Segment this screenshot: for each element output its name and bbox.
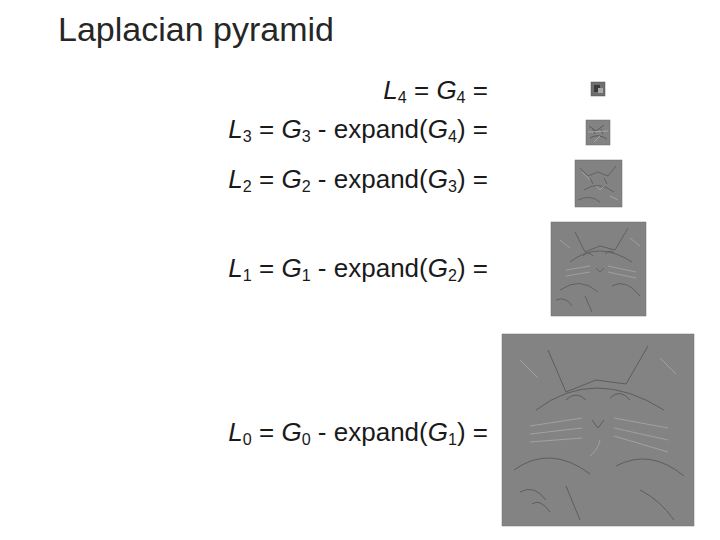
equation-label: L4 = G4 = (383, 74, 488, 113)
level-0-image (502, 334, 694, 526)
level-1-image (551, 222, 646, 316)
slide-title: Laplacian pyramid (58, 10, 334, 49)
level-4-image (591, 82, 605, 96)
level-2-image (575, 160, 622, 207)
equation-label: L3 = G3 - expand(G4) = (228, 113, 488, 152)
equation-label: L2 = G2 - expand(G3) = (228, 163, 488, 202)
level-3-image (586, 120, 610, 145)
equation-label: L1 = G1 - expand(G2) = (228, 252, 488, 291)
equation-label: L0 = G0 - expand(G1) = (228, 416, 488, 455)
